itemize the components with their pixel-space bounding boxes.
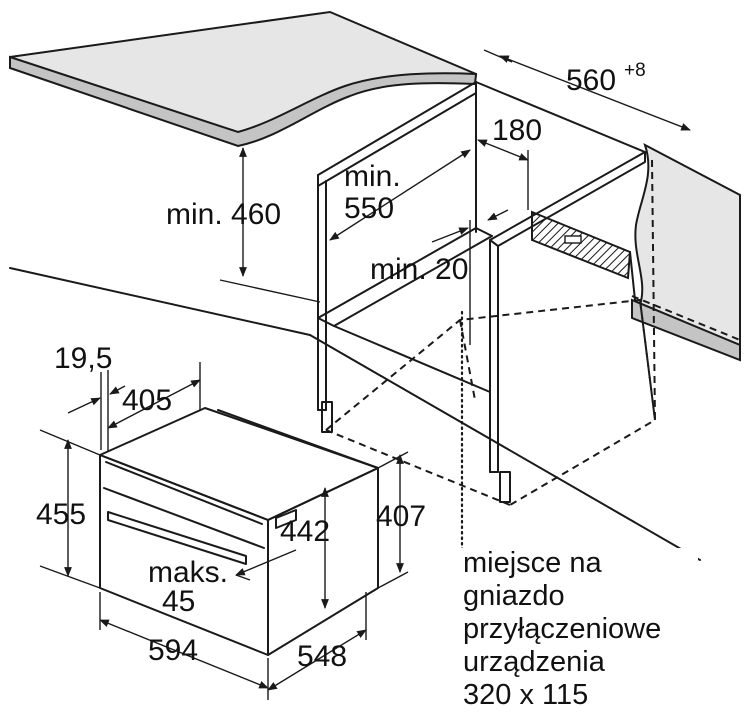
dim-442: 442 (280, 515, 330, 548)
countertop-right-edge (631, 298, 741, 362)
countertop-left-edge (9, 55, 478, 148)
dim-560-tolerance: +8 (624, 60, 646, 81)
dim-min-550-line1: min. (344, 160, 401, 193)
dim-maks-line2: 45 (162, 585, 195, 618)
dim-405: 405 (122, 384, 172, 417)
dim-407: 407 (376, 500, 426, 533)
dim-594: 594 (148, 634, 198, 667)
cabinet-frame (317, 81, 646, 503)
dim-180: 180 (492, 114, 542, 147)
dim-548: 548 (297, 640, 347, 673)
dim-min-460: min. 460 (166, 198, 281, 231)
note-line-4: urządzenia (463, 646, 606, 678)
dim-min-20: min. 20 (370, 253, 468, 286)
countertop-right (631, 142, 741, 362)
dimension-lines (39, 49, 691, 700)
dim-455: 455 (36, 498, 86, 531)
countertop-left (9, 10, 478, 148)
dim-560: 560 (566, 64, 616, 97)
dimension-labels: 560 +8 180 min. 550 min. 460 min. 20 19,… (36, 60, 646, 673)
oven (99, 407, 379, 656)
dim-maks-line1: maks. (148, 556, 228, 589)
note-line-5: 320 x 115 (463, 679, 588, 711)
dim-19-5: 19,5 (54, 342, 112, 375)
note-line-3: przyłączeniowe (463, 613, 661, 645)
dim-min-550-line2: 550 (344, 192, 394, 225)
note-line-2: gniazdo (463, 580, 565, 612)
socket-note: miejsce na gniazdo przyłączeniowe urządz… (458, 547, 698, 714)
note-line-1: miejsce na (463, 547, 602, 579)
socket-area (531, 210, 636, 301)
